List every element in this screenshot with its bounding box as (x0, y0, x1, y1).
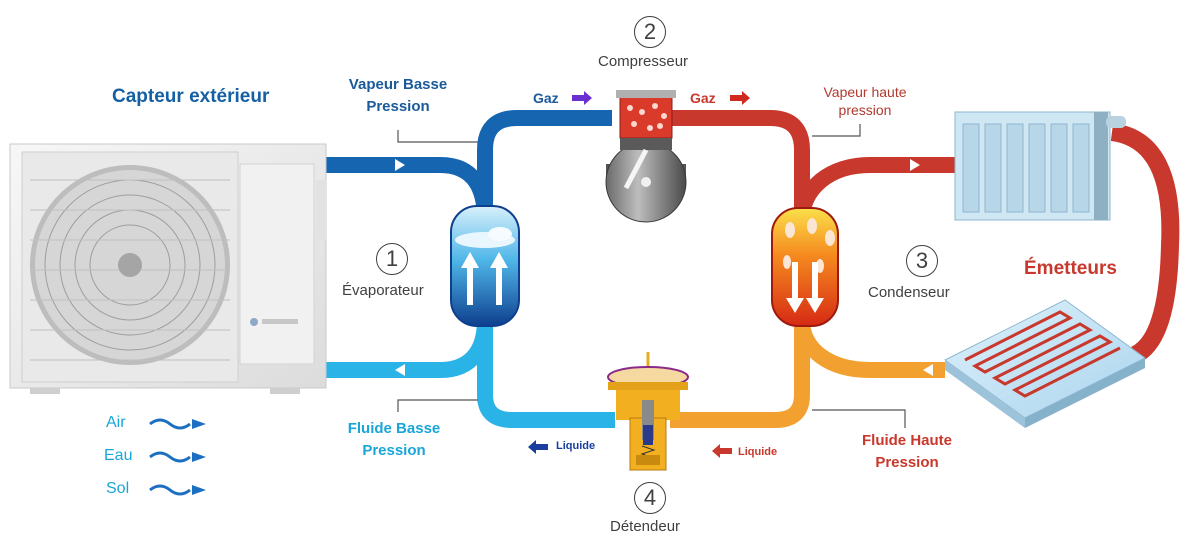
arrow-up-icon (461, 252, 479, 305)
arrow-right-icon (192, 485, 206, 495)
arrow-left-icon (712, 444, 732, 458)
arrow-down-icon (806, 262, 824, 313)
arrow-right-icon (192, 419, 206, 429)
step-label-expansion-valve: Détendeur (610, 518, 681, 535)
step-label-compressor: Compresseur (598, 53, 689, 70)
flow-arrow-icon (395, 159, 405, 171)
arrow-left-icon (528, 440, 548, 454)
outdoor-unit (9, 143, 327, 394)
condenser (771, 207, 839, 327)
compressor (605, 90, 687, 223)
low-pressure-vapor-label: Vapeur Basse Pression (348, 76, 448, 115)
flow-arrow-icon (923, 364, 933, 376)
gas-in-label: Gaz (533, 90, 559, 106)
pipe-low-pressure-fluid (326, 319, 615, 428)
step-label-condenser: Condenseur (868, 284, 950, 301)
source-ground: Sol (106, 480, 130, 497)
evaporator (450, 205, 520, 327)
flow-arrow-icon (395, 364, 405, 376)
arrow-right-icon (572, 91, 592, 105)
wave-icon (149, 484, 191, 496)
gas-out-label: Gaz (690, 90, 716, 106)
wave-icon (149, 451, 191, 463)
leader-lines (397, 124, 906, 428)
arrow-down-icon (786, 262, 804, 313)
radiator (954, 111, 1126, 221)
step-number-2: 2 (634, 16, 666, 48)
step-number-4: 4 (634, 482, 666, 514)
source-air: Air (106, 414, 126, 431)
expansion-valve (607, 352, 689, 471)
outdoor-unit-title: Capteur extérieur (112, 86, 270, 107)
underfloor-heating (944, 299, 1146, 428)
step-number-3: 3 (906, 245, 938, 277)
liquid-out-label: Liquide (556, 440, 596, 452)
low-pressure-fluid-label: Fluide Basse Pression (347, 420, 441, 459)
arrow-up-icon (490, 252, 508, 305)
source-waves (149, 418, 191, 496)
step-number-1: 1 (376, 243, 408, 275)
high-pressure-vapor-label: Vapeur haute pression (823, 84, 907, 118)
source-water: Eau (104, 447, 133, 464)
step-label-evaporator: Évaporateur (342, 282, 424, 299)
liquid-in-label: Liquide (738, 446, 778, 458)
flow-arrow-icon (910, 159, 920, 171)
wave-arrowheads (192, 419, 206, 495)
high-pressure-fluid-label: Fluide Haute Pression (861, 432, 952, 471)
arrow-right-icon (192, 452, 206, 462)
arrow-right-icon (730, 91, 750, 105)
pipe-high-pressure-fluid (670, 319, 945, 428)
emitters-title: Émetteurs (1024, 258, 1117, 279)
wave-icon (149, 418, 191, 430)
